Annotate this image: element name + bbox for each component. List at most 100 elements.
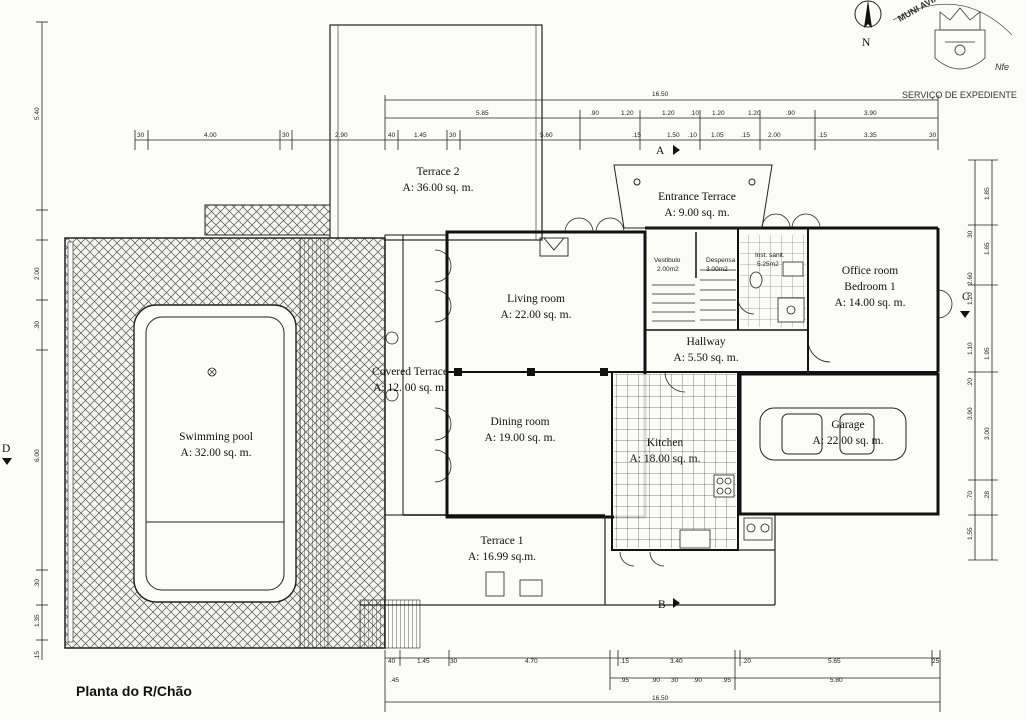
kitchen-fixtures bbox=[485, 474, 773, 597]
pantry-area-tag: 3.00m2 bbox=[706, 266, 728, 273]
north-arrow-icon: N bbox=[854, 0, 882, 49]
right-dimension-labels: 1.85 1.65 30 2.60 1.20 1.10 1.95 .20 3.9… bbox=[967, 187, 991, 540]
dim-right-m: 1.55 bbox=[967, 527, 974, 540]
room-garage-area: A: 22.00 sq. m. bbox=[813, 435, 884, 447]
dim-bottom-f: 3.40 bbox=[670, 658, 683, 665]
dim-row2-o: .15 bbox=[818, 132, 827, 139]
terrace-2-outline bbox=[329, 24, 543, 241]
dim-bottom-p: 5.80 bbox=[830, 677, 843, 684]
north-label: N bbox=[862, 37, 871, 49]
dim-left-g: .15 bbox=[34, 651, 41, 660]
dim-left-a: 5.40 bbox=[34, 107, 41, 120]
dim-bottom-e: .15 bbox=[620, 658, 629, 665]
hallway-stairs bbox=[652, 269, 736, 322]
dim-top-b: .90 bbox=[590, 110, 599, 117]
dim-row2-d: 2.90 bbox=[335, 132, 348, 139]
dim-row2-p: 3.35 bbox=[864, 132, 877, 139]
dim-bottom-m: 30 bbox=[671, 677, 679, 684]
dim-row2-i: .15 bbox=[632, 132, 641, 139]
room-living-area: A: 22.00 sq. m. bbox=[501, 309, 572, 321]
dim-top-h: .90 bbox=[786, 110, 795, 117]
wc-tag: Inst. sanit. bbox=[755, 252, 785, 259]
room-office-area: A: 14.00 sq. m. bbox=[835, 297, 906, 309]
room-pool-area: A: 32.00 sq. m. bbox=[181, 447, 252, 459]
swimming-pool bbox=[133, 304, 297, 603]
coat-of-arms-icon bbox=[934, 7, 986, 70]
fireplace bbox=[539, 237, 569, 257]
door-swings bbox=[385, 213, 953, 567]
dim-row2-f: 1.45 bbox=[414, 132, 427, 139]
room-terrace-1-area: A: 16.99 sq.m. bbox=[468, 551, 536, 563]
dim-right-i: 3.90 bbox=[967, 407, 974, 420]
dim-row2-n: 2.00 bbox=[768, 132, 781, 139]
dim-top-g: 1.20 bbox=[748, 110, 761, 117]
top-dimension-lines bbox=[134, 95, 939, 150]
dim-bottom-a: 40 bbox=[388, 658, 396, 665]
dim-top-overall: 16.50 bbox=[652, 91, 669, 98]
dim-right-a: 1.85 bbox=[984, 187, 991, 200]
dim-bottom-b: 1.45 bbox=[417, 658, 430, 665]
room-kitchen-area: A: 18.00 sq. m. bbox=[630, 453, 701, 465]
room-terrace-1-name: Terrace 1 bbox=[481, 535, 524, 547]
room-covered-terrace-area: A: 12. 00 sq. m. bbox=[373, 382, 447, 394]
dim-right-j: 3.00 bbox=[984, 427, 991, 440]
dim-bottom-k: .95 bbox=[620, 677, 629, 684]
kitchen-floor-tiles bbox=[614, 374, 736, 548]
garage-car bbox=[759, 407, 907, 461]
dim-bottom-l: .90 bbox=[651, 677, 660, 684]
section-a-label: A bbox=[656, 145, 665, 157]
room-hallway-area: A: 5.50 sq. m. bbox=[673, 352, 738, 364]
dim-top-d: 1.20 bbox=[662, 110, 675, 117]
room-office-name: Office room bbox=[842, 265, 898, 277]
covered-terrace-columns bbox=[454, 368, 608, 376]
dim-row2-h: 5.60 bbox=[540, 132, 553, 139]
drawing-title: Planta do R/Chão bbox=[76, 683, 192, 699]
dim-row2-c: 30 bbox=[282, 132, 290, 139]
dim-row2-g: 30 bbox=[449, 132, 457, 139]
dim-left-f: 1.35 bbox=[34, 614, 41, 627]
dim-right-b: 1.65 bbox=[984, 242, 991, 255]
dim-top-e: .10 bbox=[690, 110, 699, 117]
room-entrance-terrace-name: Entrance Terrace bbox=[658, 191, 736, 203]
small-room-tags: Vestibulo 2.00m2 Despensa 3.00m2 Inst. s… bbox=[654, 252, 785, 273]
dim-bottom-j: .45 bbox=[390, 677, 399, 684]
section-d-label: D bbox=[2, 443, 10, 455]
section-c-label: C bbox=[962, 291, 970, 303]
stamp-text-top: MUNI AVIA bbox=[896, 0, 941, 24]
municipal-stamp: MUNI AVIA SERVIÇO DE EXPEDIENTE Nfe bbox=[892, 0, 1017, 100]
dim-bottom-d: 4.70 bbox=[525, 658, 538, 665]
dim-left-e: .30 bbox=[34, 579, 41, 588]
dim-row2-m: .15 bbox=[741, 132, 750, 139]
bottom-dimension-labels: 40 1.45 30 4.70 .15 3.40 .20 5.65 25 .45… bbox=[388, 658, 940, 702]
dim-bottom-c: 30 bbox=[450, 658, 458, 665]
dim-top-f: 1.20 bbox=[712, 110, 725, 117]
dim-top-c: 1.20 bbox=[621, 110, 634, 117]
dim-row2-k: .10 bbox=[688, 132, 697, 139]
dim-bottom-q: 16.50 bbox=[652, 695, 669, 702]
left-dimension-lines bbox=[36, 21, 48, 660]
dim-bottom-i: 25 bbox=[932, 658, 940, 665]
dim-bottom-n: .90 bbox=[693, 677, 702, 684]
top-dimension-labels: 16.50 5.85 .90 1.20 1.20 .10 1.20 1.20 .… bbox=[137, 91, 937, 139]
dim-row2-l: 1.05 bbox=[711, 132, 724, 139]
wc-fixtures bbox=[749, 261, 805, 323]
dim-row2-q: 30 bbox=[929, 132, 937, 139]
dim-top-i: 3.90 bbox=[864, 110, 877, 117]
room-dining-name: Dining room bbox=[490, 416, 549, 428]
bottom-dimension-lines bbox=[384, 650, 941, 712]
dim-right-k: .70 bbox=[967, 491, 974, 500]
dim-right-g: 1.95 bbox=[984, 347, 991, 360]
room-pool-name: Swimming pool bbox=[179, 431, 253, 443]
dim-row2-e: 40 bbox=[388, 132, 396, 139]
dim-right-d: 2.60 bbox=[967, 272, 974, 285]
dim-left-c: .30 bbox=[34, 321, 41, 330]
room-hallway-name: Hallway bbox=[687, 336, 726, 348]
dim-top-a: 5.85 bbox=[476, 110, 489, 117]
stamp-text-bottom: SERVIÇO DE EXPEDIENTE bbox=[902, 90, 1017, 100]
room-covered-terrace-name: Covered Terrace bbox=[372, 366, 448, 378]
room-office-name-2: Bedroom 1 bbox=[844, 281, 896, 293]
room-garage-name: Garage bbox=[831, 419, 864, 431]
room-kitchen-name: Kitchen bbox=[647, 437, 684, 449]
terrace-1-outline bbox=[360, 515, 776, 606]
